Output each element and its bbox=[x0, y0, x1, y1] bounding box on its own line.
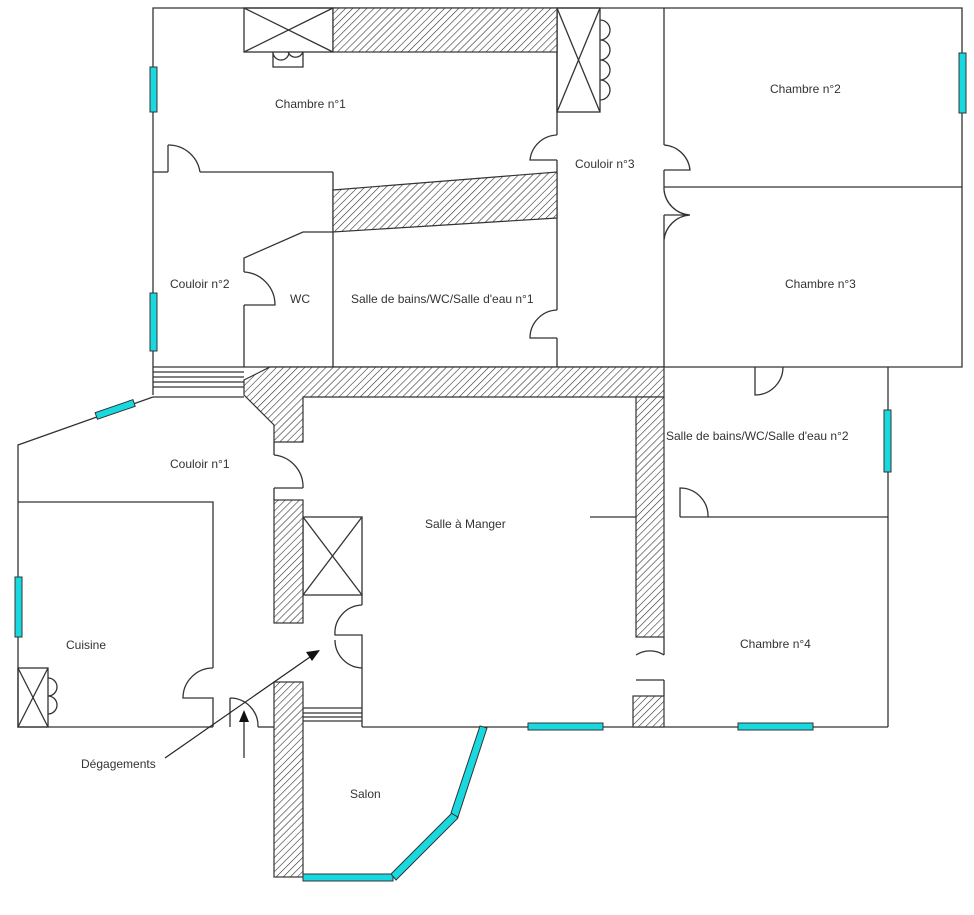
label-chambre-1: Chambre n°1 bbox=[275, 97, 346, 111]
windows bbox=[14, 52, 967, 882]
arrows bbox=[164, 650, 320, 759]
label-degagements: Dégagements bbox=[81, 757, 156, 771]
label-wc: WC bbox=[290, 292, 310, 306]
label-cuisine: Cuisine bbox=[66, 638, 106, 652]
label-chambre-4: Chambre n°4 bbox=[740, 637, 811, 651]
label-couloir-2: Couloir n°2 bbox=[170, 277, 230, 291]
label-salon: Salon bbox=[350, 787, 381, 801]
label-couloir-1: Couloir n°1 bbox=[170, 457, 230, 471]
label-sdb-2: Salle de bains/WC/Salle d'eau n°2 bbox=[666, 429, 849, 443]
label-salle-a-manger: Salle à Manger bbox=[425, 517, 506, 531]
label-chambre-2: Chambre n°2 bbox=[770, 82, 841, 96]
label-sdb-1: Salle de bains/WC/Salle d'eau n°1 bbox=[351, 292, 534, 306]
room-labels: Chambre n°1 Chambre n°2 Chambre n°3 Cham… bbox=[66, 82, 856, 801]
hatched-walls bbox=[243, 7, 665, 878]
label-couloir-3: Couloir n°3 bbox=[575, 157, 635, 171]
label-chambre-3: Chambre n°3 bbox=[785, 277, 856, 291]
